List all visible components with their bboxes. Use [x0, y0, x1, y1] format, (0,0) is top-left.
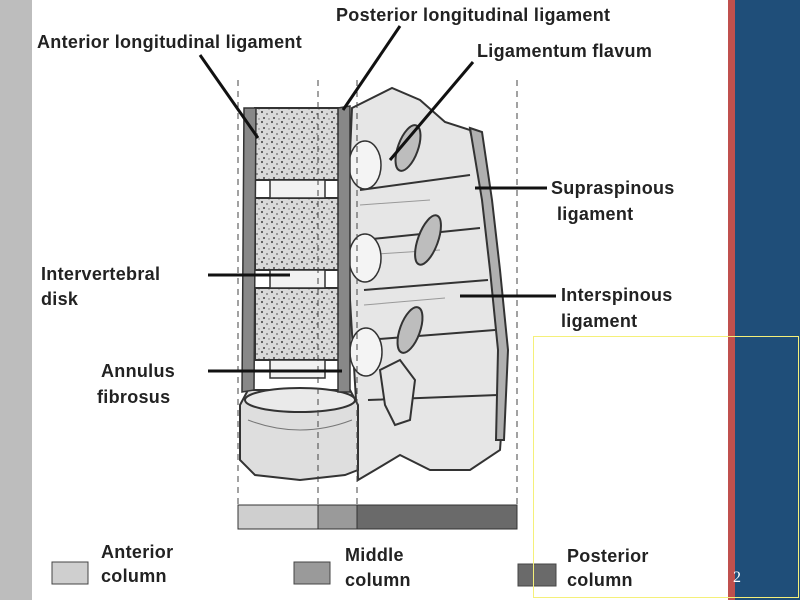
- anterior-longitudinal-ligament: [241, 107, 257, 393]
- posterior-column-bar: [356, 504, 518, 530]
- legend-posterior-line2: column: [567, 570, 633, 590]
- legend-swatch-anterior: [51, 561, 89, 585]
- supraspinous-ligament: [468, 126, 510, 441]
- label-supraspinous-line2: ligament: [557, 204, 634, 224]
- label-annulus-line1: Annulus: [101, 361, 176, 381]
- vertebral-body-3: [254, 287, 341, 361]
- posterior-longitudinal-ligament: [337, 105, 351, 393]
- middle-column-bar: [317, 504, 358, 530]
- label-supraspinous-line1: Supraspinous: [551, 178, 675, 198]
- label-ligamentum-flavum: Ligamentum flavum: [477, 41, 653, 61]
- legend-anterior-line1: Anterior: [101, 542, 174, 562]
- label-interspinous-line1: Interspinous: [561, 285, 673, 305]
- legend-posterior-line1: Posterior: [567, 546, 649, 566]
- slide-number: 2: [733, 569, 741, 586]
- legend-swatch-middle: [293, 561, 331, 585]
- legend-swatch-posterior: [517, 563, 557, 587]
- side-panel: [735, 0, 800, 600]
- legend-anterior-line2: column: [101, 566, 167, 586]
- left-margin-bar: [0, 0, 32, 600]
- accent-stripe: [728, 0, 735, 600]
- vertebral-body-1: [254, 107, 341, 181]
- label-posterior-longitudinal-ligament: Posterior longitudinal ligament: [336, 5, 611, 25]
- label-annulus-line2: fibrosus: [97, 387, 171, 407]
- label-intervertebral-line2: disk: [41, 289, 79, 309]
- label-anterior-longitudinal-ligament: Anterior longitudinal ligament: [37, 32, 302, 52]
- label-interspinous-line2: ligament: [561, 311, 638, 331]
- label-intervertebral-line1: Intervertebral: [41, 264, 161, 284]
- anterior-column-bar: [237, 504, 319, 530]
- legend-middle-line1: Middle: [345, 545, 404, 565]
- vertebral-body-2: [254, 197, 341, 271]
- legend-middle-line2: column: [345, 570, 411, 590]
